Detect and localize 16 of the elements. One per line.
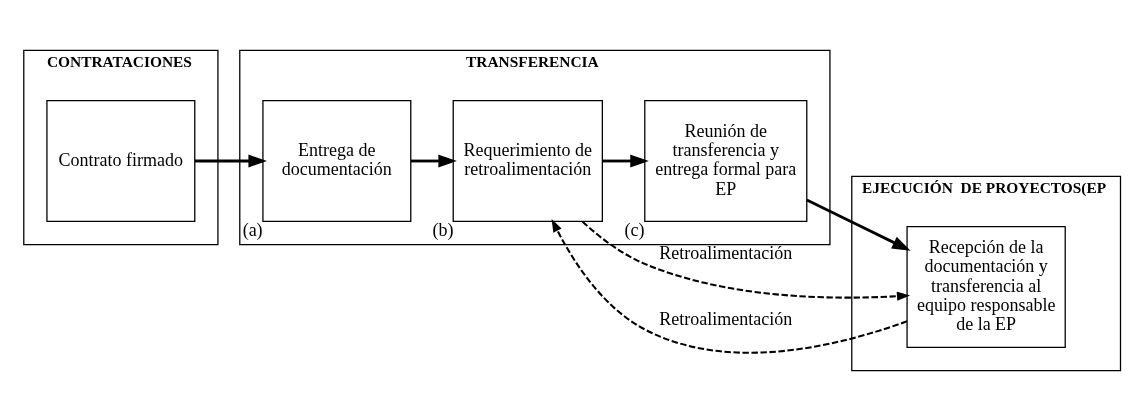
arrow: [581, 220, 911, 301]
arrow: [602, 154, 649, 167]
arrow: [806, 198, 911, 251]
edge-label: Retroalimentación: [659, 242, 793, 263]
node-label: (b): [432, 219, 454, 240]
arrow: [410, 154, 457, 167]
node-box: Contrato firmado: [46, 99, 196, 222]
arrow: [551, 218, 908, 354]
edge-label: Retroalimentación: [659, 308, 793, 329]
node-box: Reunión de transferencia y entrega formal para EP: [644, 99, 808, 222]
node-label: (a): [242, 219, 263, 240]
node-label: (c): [624, 219, 645, 240]
node-box: Entrega de documentación: [262, 99, 412, 222]
node-box: Recepción de la documentación y transferencia al equipo responsable de la EP: [906, 225, 1066, 348]
arrow: [195, 154, 267, 167]
node-box: Requerimiento de retroalimentación: [452, 99, 603, 222]
